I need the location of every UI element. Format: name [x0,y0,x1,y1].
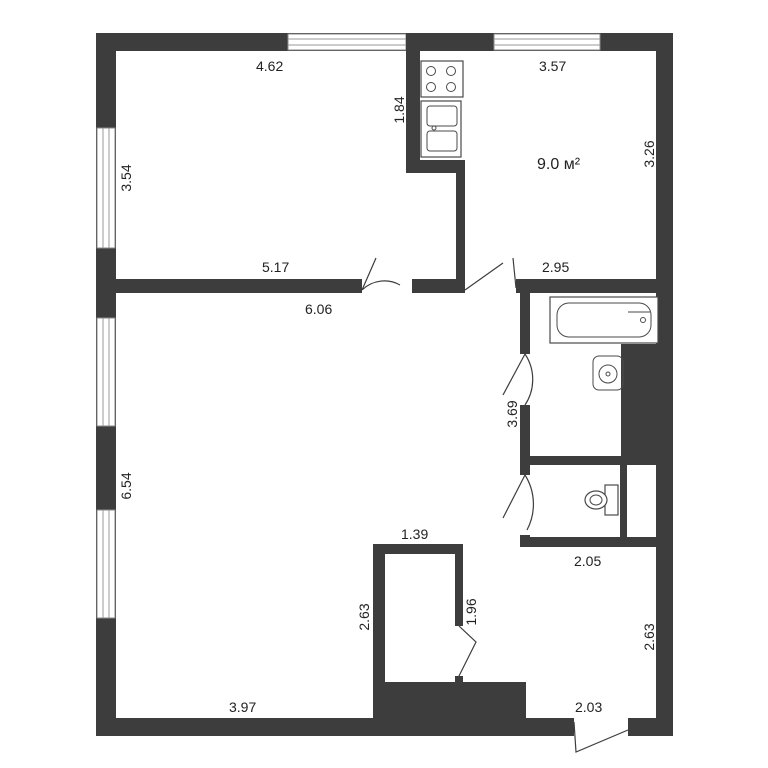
wall-bedroom-bottom-b [412,279,465,293]
wall-bath-left-b [520,405,530,475]
dim-kitchen-niche: 1.84 [391,96,407,123]
wall-kitchen-bottom [516,279,673,293]
wall-wc-bottom [520,537,673,547]
outer-wall-bottom-left [96,718,376,736]
dim-left-room-bottom: 5.17 [262,259,289,275]
dim-closet-width: 1.39 [401,526,428,542]
bathtub-icon [549,296,659,344]
dim-kitchen-height: 3.26 [641,140,657,167]
outer-wall-bottom-mid [376,682,526,736]
window-top-left [287,33,407,51]
door-wc [502,474,534,531]
door-closet [457,625,477,679]
outer-wall-bottom-right [526,718,574,736]
window-left-bottom [96,509,116,619]
washbasin-icon [592,355,624,391]
dim-closet-door: 1.96 [463,598,479,625]
window-left-top [96,127,116,249]
window-left-mid [96,317,116,427]
outer-wall-bottom-end [628,718,673,736]
dim-bath-height: 3.69 [504,400,520,427]
dim-top-left-width: 4.62 [256,58,283,74]
wall-bath-wc [520,456,673,465]
dim-kitchen-bottom: 2.95 [542,259,569,275]
dim-living-bottom: 3.97 [229,699,256,715]
wall-closet-stub [455,676,463,684]
wall-bedroom-bottom-a [96,279,362,293]
dim-top-right-width: 3.57 [539,58,566,74]
door-bedroom [361,257,401,291]
wall-closet-left [373,544,385,736]
dim-hall-bottom: 2.03 [575,699,602,715]
wall-rooms-divider [406,33,420,173]
dim-living-height: 6.54 [118,472,134,499]
stove-icon [420,60,464,98]
wall-kitchen-left [456,160,465,293]
door-entrance [573,721,629,753]
window-top-right [493,33,601,51]
dim-living-top: 6.06 [305,301,332,317]
dim-closet-left: 2.63 [356,603,372,630]
wall-bath-left-a [520,279,530,354]
wall-closet-top [373,544,463,554]
toilet-icon [584,484,619,516]
wall-wc-right [620,456,627,544]
wall-kitchen-niche-bottom [406,160,464,173]
outer-wall-right [656,33,673,736]
dim-wc-bottom: 2.05 [574,553,601,569]
dim-left-room-height: 3.54 [118,164,134,191]
wall-closet-right [455,544,463,626]
kitchen-area-label: 9.0 м² [537,156,581,173]
door-bath [502,353,534,406]
dim-hall-height: 2.63 [641,623,657,650]
kitchen-sink-icon [420,100,462,158]
door-kitchen [464,257,517,291]
shaft-block [621,344,661,456]
